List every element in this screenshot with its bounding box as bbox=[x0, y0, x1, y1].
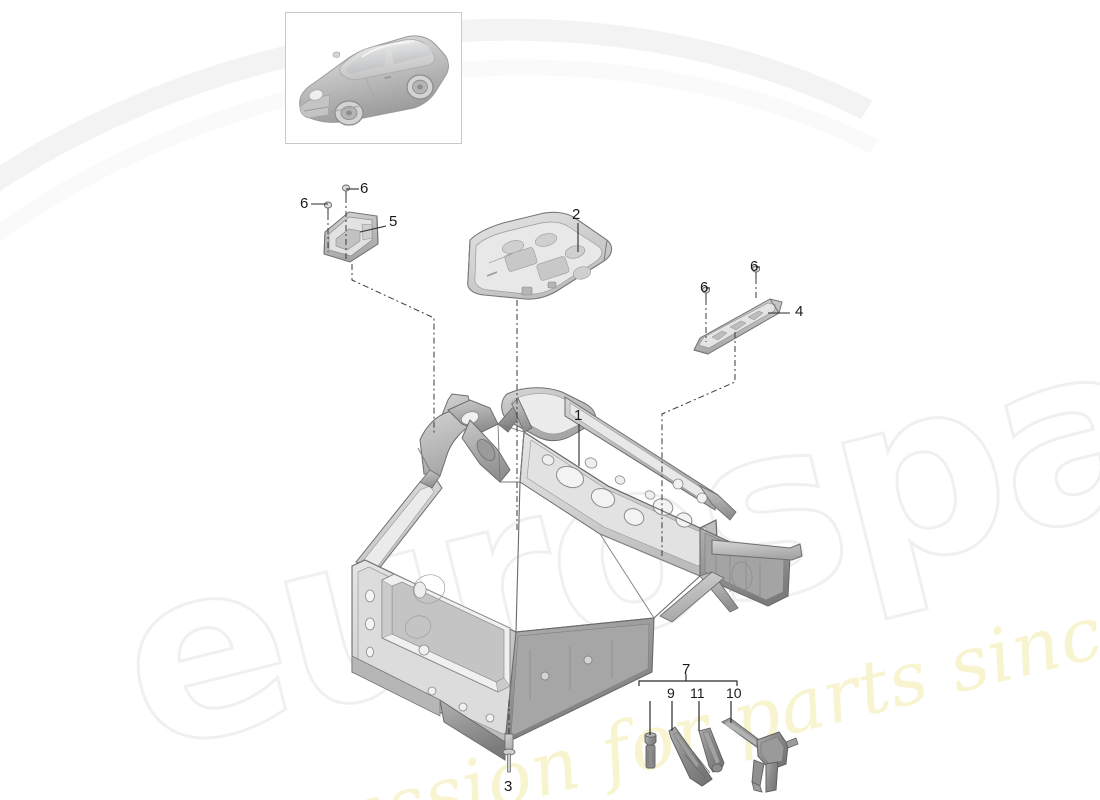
callout-1[interactable]: 1 bbox=[574, 407, 583, 424]
leader-lines bbox=[311, 188, 790, 466]
vehicle-thumbnail-frame bbox=[285, 12, 462, 144]
vehicle-thumbnail-image bbox=[288, 15, 459, 141]
callout-10[interactable]: 11 bbox=[690, 685, 705, 701]
part-8-adhesive-cartridge bbox=[668, 726, 713, 787]
callout-7-group[interactable]: 7 bbox=[682, 661, 691, 678]
fastener-6-right-bracket bbox=[341, 184, 351, 197]
part-11-nozzle-tip bbox=[644, 732, 657, 769]
callout-3[interactable]: 3 bbox=[504, 778, 513, 795]
part-9-application-gun bbox=[721, 717, 799, 793]
callout-6-left-bracket[interactable]: 6 bbox=[300, 195, 309, 212]
part-1-front-end-structure bbox=[351, 387, 803, 761]
callout-9[interactable]: 10 bbox=[726, 685, 742, 701]
callout-6-right-rail[interactable]: 6 bbox=[750, 258, 759, 275]
porsche-911-icon bbox=[299, 35, 449, 126]
callout-5[interactable]: 5 bbox=[389, 213, 398, 230]
part-4-reinforcement-rail bbox=[693, 298, 783, 355]
alignment-lines bbox=[327, 197, 757, 735]
part-10-mixing-nozzle bbox=[698, 727, 725, 773]
callout-6-left-rail[interactable]: 6 bbox=[700, 279, 709, 296]
callout-6-right-bracket[interactable]: 6 bbox=[360, 180, 369, 197]
callout-8[interactable]: 9 bbox=[667, 685, 675, 701]
callout-4[interactable]: 4 bbox=[795, 303, 804, 320]
callout-2[interactable]: 2 bbox=[572, 206, 581, 223]
part-2-cover-panel bbox=[467, 211, 613, 300]
part-5-bracket bbox=[323, 211, 379, 263]
part-3-bolt bbox=[502, 733, 516, 773]
tool-group-bracket bbox=[638, 674, 738, 735]
